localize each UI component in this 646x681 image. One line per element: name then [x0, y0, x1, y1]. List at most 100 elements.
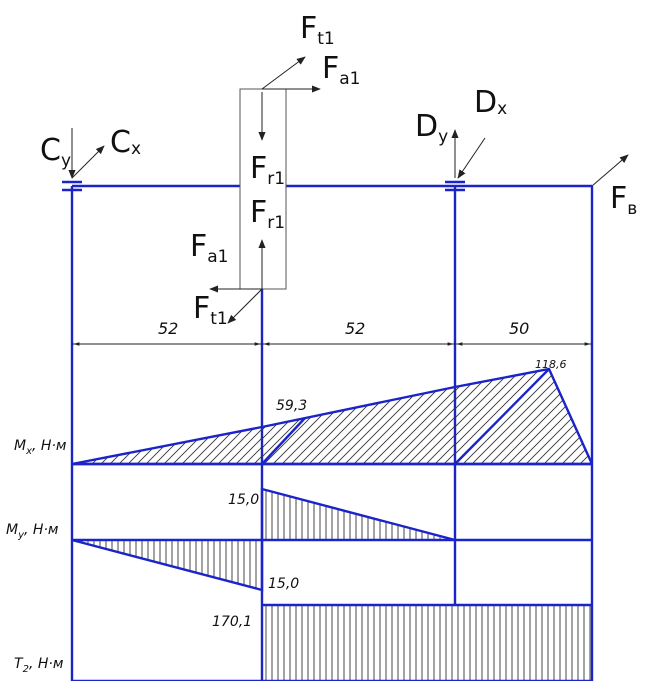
hatch-line	[293, 387, 405, 464]
label-ft1-top: Ft1	[300, 11, 335, 49]
hatch-line	[284, 387, 396, 464]
hatch-line	[94, 427, 206, 464]
hatch-line	[262, 387, 324, 464]
hatch-line	[456, 369, 568, 464]
hatch-line	[347, 387, 455, 464]
hatch-line	[262, 387, 369, 464]
hatch-line	[528, 369, 592, 464]
dim-span-2: 52	[345, 319, 365, 338]
hatch-line	[247, 427, 262, 464]
hatch-line	[455, 369, 496, 464]
hatch-line	[130, 427, 242, 464]
hatch-line	[139, 427, 251, 464]
label-fr1-upper: Fr1	[250, 151, 285, 189]
hatch-line	[519, 369, 592, 464]
t2-diagram: T2, Н·м 170,1	[14, 603, 592, 681]
hatch-line	[262, 387, 270, 464]
hatch-line	[262, 387, 315, 464]
mx-label: Mx, Н·м	[14, 438, 67, 457]
mx-outline	[71, 367, 594, 466]
hatch-line	[311, 387, 423, 464]
hatch-line	[365, 387, 455, 464]
hatch-line	[238, 427, 262, 464]
hatch-line	[455, 369, 460, 464]
hatch-line	[72, 427, 161, 464]
hatch-line	[302, 387, 414, 464]
hatch-line	[256, 427, 262, 464]
hatch-line	[262, 387, 351, 464]
hatch-line	[501, 369, 592, 464]
label-dy: Dy	[415, 109, 448, 147]
hatch-line	[455, 369, 487, 464]
mx-hatch-3	[340, 360, 592, 470]
hatch-line	[465, 369, 577, 464]
hatch-line	[121, 427, 233, 464]
hatch-line	[202, 427, 262, 464]
hatch-line	[455, 369, 532, 464]
hatch-line	[455, 369, 541, 464]
hatch-line	[320, 387, 432, 464]
hatch-line	[157, 427, 262, 464]
shaft-scheme	[62, 88, 594, 681]
label-fa1-top: Fa1	[322, 51, 361, 89]
dx-arrow	[457, 137, 486, 179]
hatch-line	[510, 369, 592, 464]
my-diagram: My, Н·м 15,0 15,0	[6, 462, 592, 592]
label-cx: Cx	[110, 125, 141, 160]
hatch-line	[573, 369, 592, 464]
my-value-top: 15,0	[228, 492, 259, 508]
label-dx: Dx	[474, 85, 507, 120]
ft1-top-arrow	[261, 56, 306, 90]
hatch-line	[455, 369, 550, 464]
hatch-line	[220, 427, 262, 464]
hatch-line	[483, 369, 592, 464]
hatch-line	[564, 369, 592, 464]
hatch-line	[338, 387, 450, 464]
hatch-line	[166, 427, 262, 464]
hatch-line	[72, 427, 170, 464]
hatch-line	[193, 427, 262, 464]
t2-label: T2, Н·м	[14, 656, 64, 675]
label-ft1-bottom: Ft1	[193, 291, 228, 329]
force-labels: Ft1 Fa1 Fr1 Fr1 Fa1 Ft1 Cy Cx Dy Dx Fв	[40, 11, 637, 329]
hatch-line	[229, 427, 262, 464]
hatch-line	[150, 360, 260, 470]
hatch-line	[455, 369, 514, 464]
hatch-line	[356, 387, 455, 464]
hatch-line	[428, 387, 455, 464]
gear-body	[239, 88, 287, 290]
hatch-line	[465, 360, 575, 470]
hatch-line	[262, 387, 297, 464]
hatch-line	[455, 369, 469, 464]
mx-diagram: Mx, Н·м 59,3 118,6	[14, 358, 594, 470]
hatch-line	[383, 387, 455, 464]
fb-arrow	[591, 154, 629, 187]
hatch-line	[474, 369, 586, 464]
my-value-bottom: 15,0	[268, 576, 299, 592]
label-fr1-lower: Fr1	[250, 195, 285, 233]
hatch-line	[275, 387, 387, 464]
label-cy: Cy	[40, 133, 71, 171]
dim-span-3: 50	[509, 319, 529, 338]
cx-arrow	[71, 145, 105, 179]
hatch-line	[555, 369, 592, 464]
hatch-line	[184, 427, 262, 464]
t2-hatch	[265, 605, 591, 681]
hatch-line	[85, 427, 197, 464]
hatch-line	[392, 387, 455, 464]
my-label: My, Н·м	[6, 522, 59, 541]
mx-value-mid: 59,3	[276, 398, 307, 414]
ft1-bottom-arrow	[227, 288, 263, 324]
hatch-line	[537, 369, 592, 464]
hatch-line	[262, 387, 360, 464]
dimension-line: 52 52 50	[72, 319, 592, 346]
label-fa1-left: Fa1	[190, 229, 229, 267]
t2-value: 170,1	[212, 614, 252, 630]
hatch-line	[340, 360, 450, 470]
hatch-line	[374, 387, 455, 464]
hatch-line	[329, 387, 441, 464]
hatch-line	[455, 369, 505, 464]
hatch-line	[211, 427, 262, 464]
hatch-line	[175, 427, 262, 464]
